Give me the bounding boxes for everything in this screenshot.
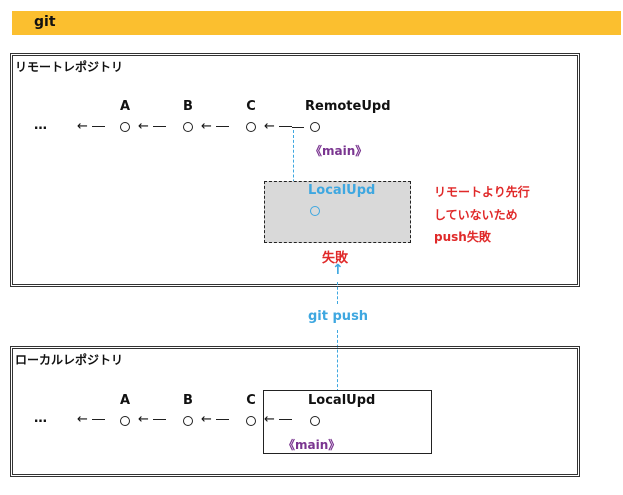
title-bar: git xyxy=(12,11,621,35)
fail-label: 失敗 xyxy=(322,251,349,266)
remote-repository-label: リモートレポジトリ xyxy=(15,60,124,74)
push-dashed-line-lower xyxy=(337,330,338,392)
remote-commit-c-node xyxy=(246,122,256,132)
local-commit-c-node xyxy=(246,416,256,426)
rejection-note-line-1: リモートより先行 xyxy=(434,185,530,199)
rejected-localupd-label: LocalUpd xyxy=(308,183,376,198)
local-commit-localupd-label: LocalUpd xyxy=(308,393,376,408)
rejected-localupd-node xyxy=(310,206,320,216)
remote-commit-b-node xyxy=(183,122,193,132)
local-commit-a-node xyxy=(120,416,130,426)
local-ellipsis: … xyxy=(34,411,47,426)
local-commit-a-label: A xyxy=(119,393,131,408)
remote-commit-c-label: C xyxy=(246,99,256,114)
local-arrow-b: ← ― xyxy=(138,412,167,427)
git-push-label: git push xyxy=(308,309,369,324)
rejected-localupd-box xyxy=(264,181,411,243)
remote-commit-remoteupd-label: RemoteUpd xyxy=(305,99,391,114)
local-arrow-localupd: ← ― xyxy=(264,412,293,427)
local-arrow-c: ← ― xyxy=(201,412,230,427)
remote-arrow-remoteupd: ← ― xyxy=(264,119,293,134)
remote-commit-b-label: B xyxy=(183,99,193,114)
remote-arrow-c: ← ― xyxy=(201,119,230,134)
local-main-tag: 《main》 xyxy=(283,438,341,452)
branch-tick xyxy=(292,127,304,128)
local-commit-localupd-node xyxy=(310,416,320,426)
title-text: git xyxy=(34,14,56,30)
local-repository-label: ローカルレポジトリ xyxy=(15,353,124,367)
remote-ellipsis: … xyxy=(34,118,47,133)
local-commit-b-label: B xyxy=(183,393,193,408)
local-arrow-a: ← ― xyxy=(77,412,106,427)
remote-commit-a-node xyxy=(120,122,130,132)
push-up-arrow: ↑ xyxy=(332,262,344,278)
remote-arrow-a: ← ― xyxy=(77,119,106,134)
rejection-note-line-2: していないため xyxy=(434,208,518,222)
remote-commit-remoteupd-node xyxy=(310,122,320,132)
local-repository-frame xyxy=(10,346,580,477)
remote-commit-a-label: A xyxy=(119,99,131,114)
remote-arrow-b: ← ― xyxy=(138,119,167,134)
remote-repository-frame xyxy=(10,53,580,287)
branch-dashed-line xyxy=(293,130,294,212)
rejection-note-line-3: push失敗 xyxy=(434,230,491,244)
local-localupd-box xyxy=(263,390,432,454)
remote-main-tag: 《main》 xyxy=(310,144,368,158)
push-dashed-line-upper xyxy=(337,282,338,304)
local-commit-b-node xyxy=(183,416,193,426)
local-commit-c-label: C xyxy=(246,393,256,408)
